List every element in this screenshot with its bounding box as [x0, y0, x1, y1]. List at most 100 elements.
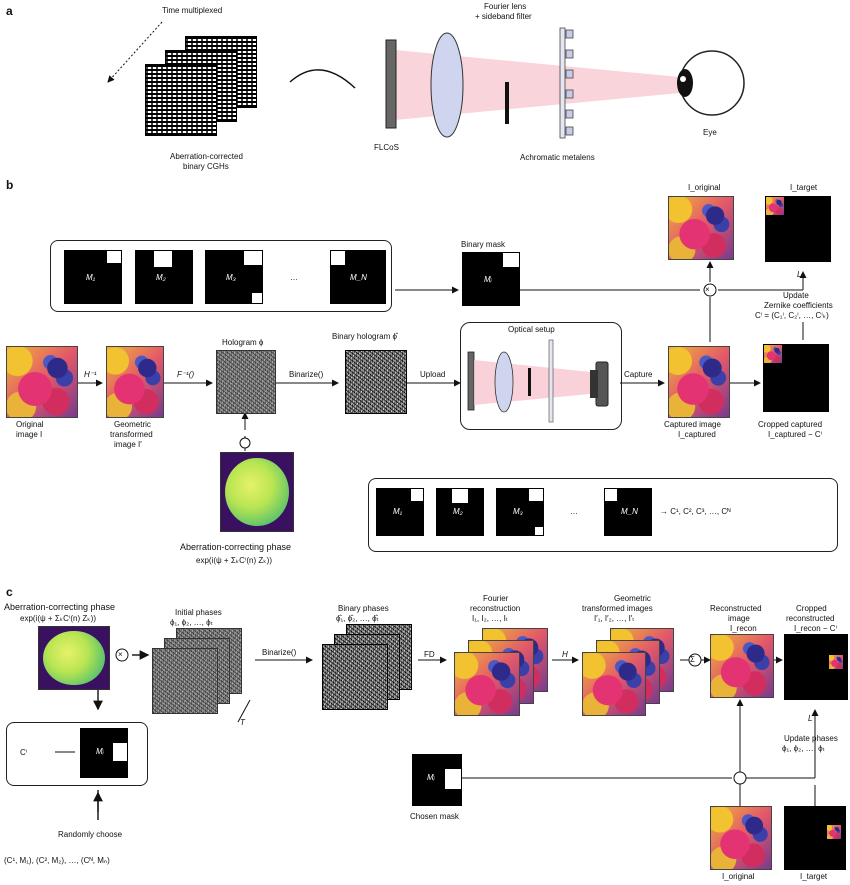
phase-caption-b: Aberration-correcting phase — [180, 542, 292, 552]
binary-mask-mi — [462, 252, 520, 306]
chosen-pair-box — [6, 722, 148, 786]
light-cone — [395, 50, 690, 120]
zernike-formula: Cⁱ = (C₁ⁱ, C₂ⁱ, …, Cⁱₖ) — [755, 311, 829, 320]
aberration-phase-image-b — [220, 452, 294, 532]
update-phases-1: Update phases — [784, 734, 838, 743]
recon-image-3: I_recon — [730, 624, 757, 633]
cropped-captured-image — [763, 344, 829, 412]
sigma-label: Σ — [690, 655, 695, 664]
fourier-lens-label-2: + sideband filter — [475, 12, 532, 21]
aberration-phase-image-c — [38, 626, 110, 690]
mask-m3 — [205, 250, 263, 304]
panel-label-a: a — [6, 4, 13, 18]
t-label: T — [240, 718, 245, 727]
mask-mn — [330, 250, 386, 304]
time-multiplex-arrow — [107, 21, 163, 83]
fd-label: FD — [424, 650, 435, 659]
binary-phases-symbols: ϕ̂₁, ϕ̂₂, …, ϕ̂ₜ — [336, 614, 379, 623]
optical-setup-label: Optical setup — [508, 325, 555, 334]
hologram-label: Hologram ϕ — [222, 338, 264, 347]
result-mask-mn-label: M_N — [621, 507, 638, 516]
metalens — [559, 27, 574, 139]
original-image-top — [668, 196, 734, 260]
binary-phases-label: Binary phases — [338, 604, 389, 613]
mask-set-box — [50, 240, 392, 312]
result-mask-m1 — [376, 488, 424, 536]
hologram-image — [216, 350, 276, 414]
eye-icon — [677, 50, 745, 116]
captured-image — [668, 346, 730, 418]
target-image-c — [784, 806, 846, 870]
time-multiplexed-label: Time multiplexed — [162, 6, 223, 15]
curve-arrow — [289, 69, 356, 89]
recon-image-2: image — [728, 614, 750, 623]
i-original-label-c: I_original — [722, 872, 755, 881]
binary-phase-1 — [322, 644, 388, 710]
reconstructed-image — [710, 634, 774, 698]
chosen-mask — [412, 754, 462, 806]
result-mask-m3-label: M₃ — [513, 507, 523, 516]
captured-caption-1: Captured image — [664, 420, 721, 429]
binarize-label-b: Binarize() — [289, 370, 324, 379]
fourier-recon-3: I₁, I₂, …, Iₜ — [472, 614, 509, 623]
metalens-label: Achromatic metalens — [520, 153, 595, 162]
randomly-choose-label: Randomly choose — [58, 830, 123, 839]
cgh-caption-line2: binary CGHs — [183, 162, 229, 171]
pair-mask-label: Mᵢ — [96, 747, 104, 756]
multiply-b: × — [705, 285, 710, 294]
loss-label: L — [797, 270, 802, 279]
binary-hologram-label: Binary hologram ϕ̂ — [332, 332, 397, 341]
result-ellipsis: … — [570, 507, 578, 516]
geometric-caption-2: transformed — [110, 430, 153, 439]
mask-results-box — [368, 478, 838, 552]
target-image — [765, 196, 831, 262]
geometric-caption-3: image I′ — [114, 440, 142, 449]
geo-frame-1 — [582, 652, 646, 716]
upload-label: Upload — [420, 370, 446, 379]
mask-mn-label: M_N — [350, 273, 367, 282]
recon-image-1: Reconstructed — [710, 604, 762, 613]
mask-m2 — [135, 250, 193, 304]
binary-hologram-image — [345, 350, 407, 414]
optical-setup-box — [460, 322, 622, 430]
geo-images-2: transformed images — [582, 604, 653, 613]
pairs-list: (C¹, M₁), (C², M₂), …, (Cᴺ, Mₙ) — [4, 856, 110, 865]
binary-mask-label: Binary mask — [461, 240, 506, 249]
fourier-lens-label-1: Fourier lens — [484, 2, 527, 11]
multiply-c: × — [118, 650, 123, 659]
binary-mask-mi-label: Mᵢ — [484, 275, 492, 284]
cgh-caption-line1: Aberration-corrected — [170, 152, 243, 161]
geometric-caption-1: Geometric — [114, 420, 151, 429]
chosen-mask-label: Mᵢ — [427, 773, 435, 782]
initial-phases-label: Initial phases — [175, 608, 222, 617]
fourier-frame-1 — [454, 652, 520, 716]
panel-label-b: b — [6, 178, 14, 192]
original-image-c — [710, 806, 772, 870]
cropped-recon-3: I_recon − Cⁱ — [794, 624, 838, 633]
result-mask-m2-label: M₂ — [453, 507, 463, 516]
phase-formula-c: exp(i(ψ + ΣₖCⁱ(n) Zₖ)) — [20, 614, 97, 623]
original-image — [6, 346, 78, 418]
captured-caption-2: I_captured — [678, 430, 716, 439]
i-target-label-c: I_target — [800, 872, 828, 881]
mask-ellipsis: … — [290, 273, 298, 282]
geometric-image — [106, 346, 164, 418]
geo-images-1: Geometric — [614, 594, 651, 603]
cropped-recon-image — [784, 634, 848, 700]
mask-m3-label: M₃ — [226, 273, 236, 282]
cgh-frame-1 — [145, 64, 217, 136]
cropped-recon-1: Cropped — [796, 604, 827, 613]
flcos-device — [385, 39, 397, 129]
mask-m1 — [64, 250, 122, 304]
h-label: H — [562, 650, 568, 659]
i-original-label: I_original — [688, 183, 721, 192]
geo-images-3: I′₁, I′₂, …, I′ₜ — [594, 614, 635, 623]
update-label: Update — [783, 291, 809, 300]
original-caption-2: image I — [16, 430, 43, 439]
fourier-recon-2: reconstruction — [470, 604, 521, 613]
binarize-label-c: Binarize() — [262, 648, 297, 657]
result-mask-m2 — [436, 488, 484, 536]
eye-label: Eye — [703, 128, 717, 137]
update-phases-2: ϕ₁, ϕ₂, …, ϕₜ — [782, 744, 825, 753]
